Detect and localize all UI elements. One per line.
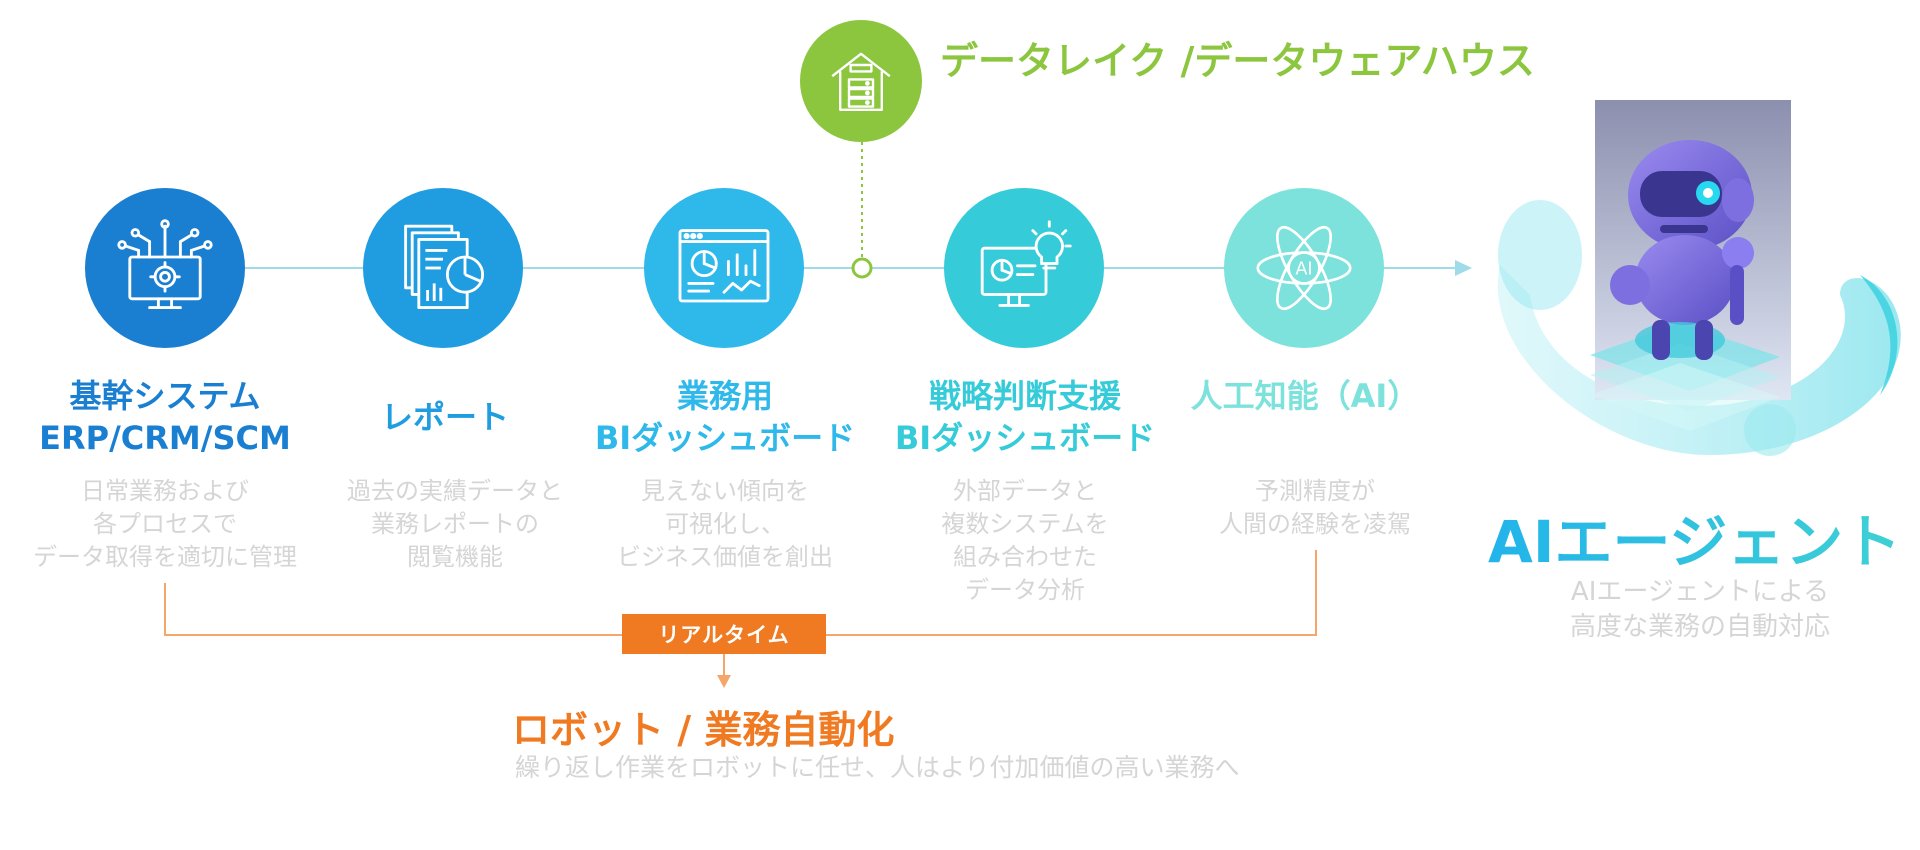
robot-automation-title: ロボット / 業務自動化: [512, 708, 895, 752]
step-2-title-line-1: レポート: [380, 398, 509, 436]
report-documents-icon: [404, 224, 485, 310]
step-4-desc-line-3: 組み合わせた: [953, 543, 1097, 571]
step-1-desc: 日常業務および 各プロセスで データ取得を適切に管理: [0, 475, 330, 574]
ai-robot-illustration: [1497, 100, 1901, 456]
step-3-desc-line-3: ビジネス価値を創出: [617, 543, 833, 571]
step-1-title-line-1: 基幹システム: [69, 377, 261, 415]
step-5-desc-line-2: 人間の経験を凌駕: [1219, 510, 1411, 538]
realtime-badge: リアルタイム: [622, 614, 826, 654]
dw-circle: [800, 20, 922, 142]
monitor-lightbulb-icon: [980, 220, 1072, 307]
step-4-title: 戦略判断支援 BIダッシュボード: [880, 375, 1170, 459]
step-1-title-line-2: ERP/CRM/SCM: [39, 419, 291, 457]
step-1-title: 基幹システム ERP/CRM/SCM: [0, 375, 330, 459]
step-3-title-line-1: 業務用: [676, 377, 773, 415]
dw-junction-node: [851, 257, 873, 279]
dw-label: データレイク /データウェアハウス: [940, 39, 1535, 83]
robot-automation-desc: 繰り返し作業をロボットに任せ、人はより付加価値の高い業務へ: [515, 753, 1240, 782]
step-3-desc: 見えない傾向を 可視化し、 ビジネス価値を創出: [580, 475, 870, 574]
step-1-circle: [85, 188, 245, 348]
step-2-desc: 過去の実績データと 業務レポートの 閲覧機能: [310, 475, 600, 574]
step-4-desc-line-2: 複数システムを: [941, 510, 1109, 538]
step-1-desc-line-2: 各プロセスで: [93, 510, 237, 538]
step-5-circle: AI: [1224, 188, 1384, 348]
step-2-desc-line-3: 閲覧機能: [407, 543, 503, 571]
realtime-arrow-icon: [717, 675, 731, 688]
step-4-circle: [944, 188, 1104, 348]
step-2-desc-line-2: 業務レポートの: [371, 510, 539, 538]
step-5-desc-line-1: 予測精度が: [1255, 477, 1375, 505]
svg-text:AI: AI: [1295, 260, 1312, 280]
monitor-gear-icon: [117, 219, 213, 310]
step-5-desc: 予測精度が 人間の経験を凌駕: [1170, 475, 1460, 541]
realtime-bracket-left: [164, 583, 622, 636]
step-1-desc-line-1: 日常業務および: [81, 477, 249, 505]
step-5-title-line-1: 人工知能（AI）: [1190, 377, 1420, 415]
ai-atom-icon: AI: [1256, 225, 1352, 311]
step-4-desc-line-4: データ分析: [965, 576, 1085, 604]
step-4-desc: 外部データと 複数システムを 組み合わせた データ分析: [880, 475, 1170, 607]
step-3-desc-line-2: 可視化し、: [665, 510, 785, 538]
dashboard-icon: [678, 229, 770, 303]
flow-arrow-icon: [1455, 260, 1472, 276]
step-4-desc-line-1: 外部データと: [953, 477, 1097, 505]
ai-agent-title: AIエージェント: [1488, 495, 1901, 579]
step-3-title: 業務用 BIダッシュボード: [580, 375, 870, 459]
step-3-title-line-2: BIダッシュボード: [594, 419, 856, 457]
step-2-circle: [363, 188, 523, 348]
step-3-circle: [644, 188, 804, 348]
step-2-desc-line-1: 過去の実績データと: [347, 477, 563, 505]
ai-agent-desc-line-1: AIエージェントによる: [1570, 577, 1830, 607]
step-4-title-line-1: 戦略判断支援: [928, 377, 1121, 415]
step-5-title: 人工知能（AI）: [1160, 375, 1450, 417]
house-server-icon: [831, 52, 891, 111]
step-1-desc-line-3: データ取得を適切に管理: [33, 543, 297, 571]
step-4-title-line-2: BIダッシュボード: [894, 419, 1156, 457]
step-2-title: レポート: [300, 396, 590, 438]
realtime-bracket-right: [826, 550, 1317, 636]
step-3-desc-line-1: 見えない傾向を: [641, 477, 809, 505]
ai-agent-desc: AIエージェントによる 高度な業務の自動対応: [1510, 575, 1890, 645]
ai-agent-desc-line-2: 高度な業務の自動対応: [1569, 612, 1830, 642]
